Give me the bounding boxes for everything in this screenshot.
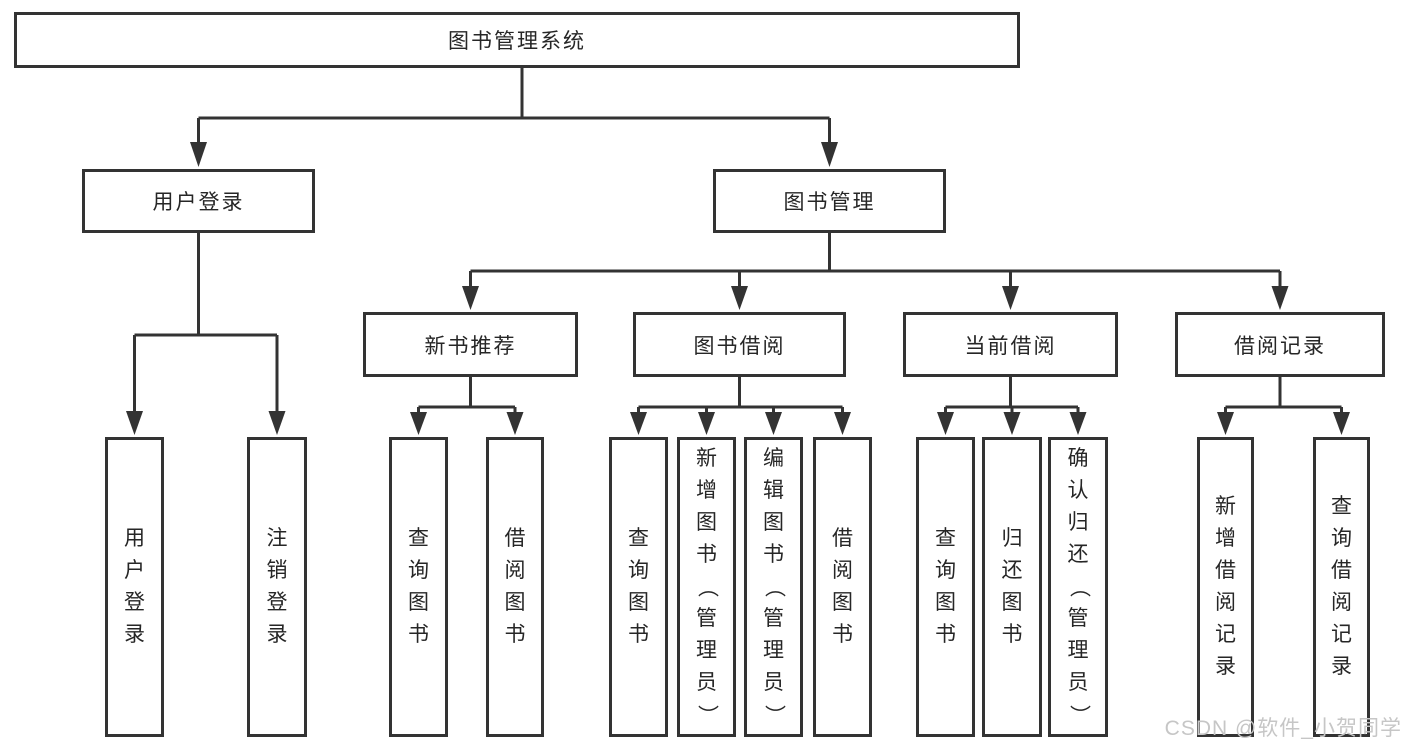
leaf-return-books-label: 归还图书 [1001, 527, 1023, 646]
node-new-book-recommendation-label: 新书推荐 [424, 334, 517, 358]
leaf-return-books: 归还图书 [982, 437, 1042, 737]
leaf-confirm-return-admin-label: 确认归还（管理员） [1067, 447, 1090, 726]
node-book-borrowing: 图书借阅 [633, 312, 846, 377]
leaf-query-books-current: 查询图书 [916, 437, 975, 737]
leaf-user-login: 用户登录 [105, 437, 164, 737]
node-current-borrowing-label: 当前借阅 [964, 334, 1057, 358]
node-user-login-label: 用户登录 [152, 191, 245, 214]
node-borrowing-records: 借阅记录 [1175, 312, 1385, 377]
node-user-login: 用户登录 [82, 169, 315, 233]
node-borrowing-records-label: 借阅记录 [1234, 334, 1326, 358]
leaf-confirm-return-admin: 确认归还（管理员） [1048, 437, 1108, 737]
leaf-query-books-borrow-label: 查询图书 [628, 527, 649, 646]
leaf-user-login-label: 用户登录 [124, 527, 145, 646]
leaf-borrow-books-borrow-label: 借阅图书 [832, 527, 853, 646]
leaf-query-borrow-record-label: 查询借阅记录 [1331, 495, 1352, 678]
leaf-add-borrow-record-label: 新增借阅记录 [1215, 495, 1236, 678]
leaf-query-books-current-label: 查询图书 [935, 527, 956, 646]
node-book-borrowing-label: 图书借阅 [693, 334, 786, 358]
leaf-borrow-books-borrow: 借阅图书 [813, 437, 872, 737]
leaf-query-books-recommend: 查询图书 [389, 437, 448, 737]
leaf-query-books-borrow: 查询图书 [609, 437, 668, 737]
leaf-add-borrow-record: 新增借阅记录 [1197, 437, 1254, 737]
leaf-logout-login: 注销登录 [247, 437, 307, 737]
leaf-query-books-recommend-label: 查询图书 [408, 527, 429, 646]
node-new-book-recommendation: 新书推荐 [363, 312, 578, 377]
leaf-borrow-books-recommend-label: 借阅图书 [504, 527, 526, 646]
node-book-management-label: 图书管理 [783, 191, 876, 214]
watermark: CSDN @软件_小贺同学 [1164, 717, 1402, 740]
leaf-add-books-admin-label: 新增图书（管理员） [695, 447, 719, 726]
leaf-add-books-admin: 新增图书（管理员） [677, 437, 736, 737]
leaf-logout-login-label: 注销登录 [266, 527, 288, 646]
node-library-system-label: 图书管理系统 [448, 30, 586, 53]
leaf-query-borrow-record: 查询借阅记录 [1313, 437, 1370, 737]
node-library-system: 图书管理系统 [14, 12, 1020, 68]
leaf-edit-books-admin: 编辑图书（管理员） [744, 437, 803, 737]
node-book-management: 图书管理 [713, 169, 946, 233]
leaf-edit-books-admin-label: 编辑图书（管理员） [762, 447, 786, 726]
leaf-borrow-books-recommend: 借阅图书 [486, 437, 544, 737]
node-current-borrowing: 当前借阅 [903, 312, 1118, 377]
